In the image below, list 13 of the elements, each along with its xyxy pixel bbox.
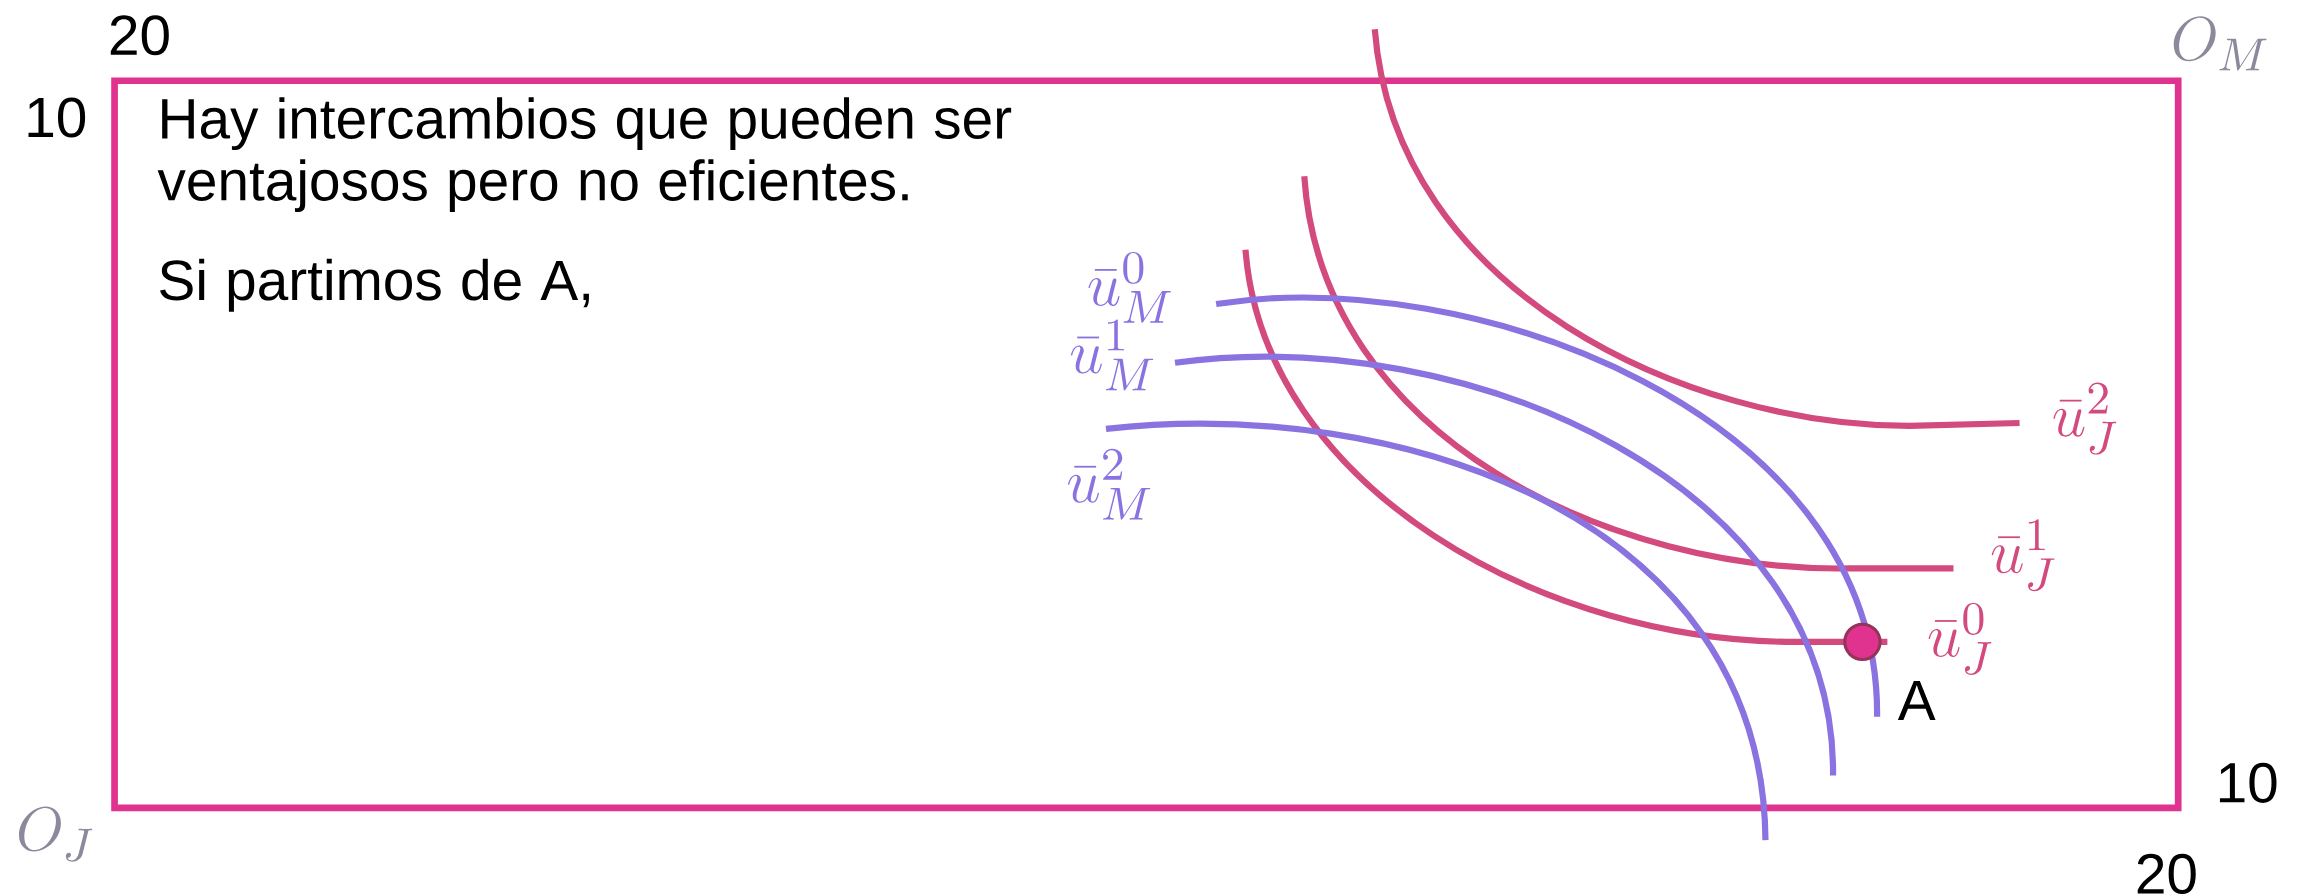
note-text: Hay intercambios que pueden ser ventajosos pero no eficientes. [157,97,1012,213]
point-label: A [1897,681,1936,721]
curve-label: $\bar{u}_J^1$ [1991,519,2055,592]
origin-label: $O_J$ [19,806,93,862]
axis-number: 20 [110,15,169,56]
axis-number: 10 [28,97,86,138]
axis-number: 10 [2219,762,2277,803]
curve-label: $\bar{u}_M^2$ [1067,448,1151,520]
axis-number: 20 [2137,853,2196,895]
note-text: Si partimos de A, [160,258,589,312]
curve-label: $\bar{u}_J^0$ [1928,602,1992,675]
curve-label: $\bar{u}_J^2$ [2053,382,2117,455]
origin-label: $O_M$ [2173,16,2267,71]
